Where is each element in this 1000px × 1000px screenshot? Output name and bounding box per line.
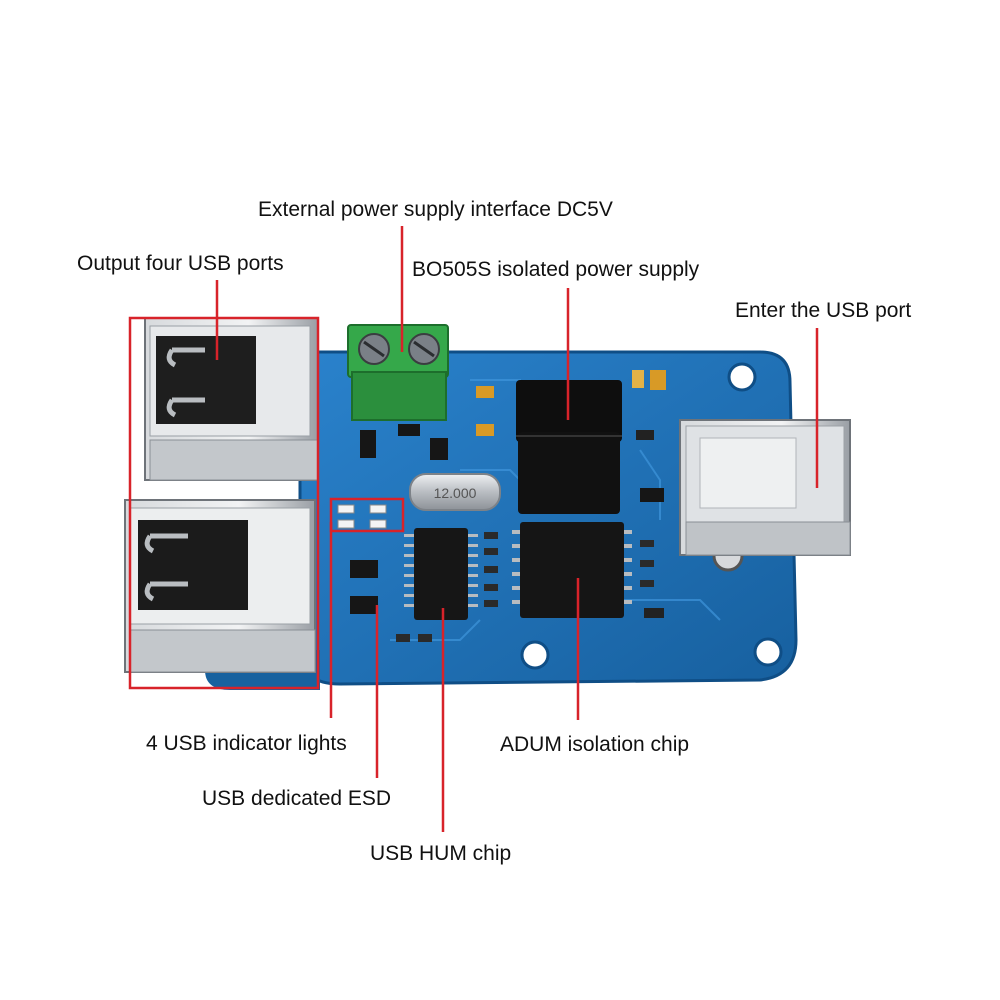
usb-a-port-top — [144, 317, 319, 481]
adum-chip — [512, 522, 632, 618]
label-output-usb-ports: Output four USB ports — [77, 252, 284, 275]
usb-ports-highlight-box — [128, 316, 320, 690]
callout-lines — [215, 226, 819, 832]
mounting-hole — [727, 362, 757, 392]
usb-hub-chip — [404, 528, 478, 620]
label-usb-hum-chip: USB HUM chip — [370, 842, 512, 865]
label-external-power: External power supply interface DC5V — [258, 198, 613, 221]
mounting-hole — [753, 637, 783, 667]
usb-b-port — [679, 419, 851, 556]
mounting-hole — [520, 640, 550, 670]
label-enter-usb-port: Enter the USB port — [735, 299, 912, 322]
smd-components — [350, 370, 666, 642]
crystal-oscillator: 12.000 — [409, 473, 501, 511]
indicator-lights-highlight-box — [329, 497, 405, 533]
terminal-block — [347, 324, 449, 421]
label-adum-chip: ADUM isolation chip — [500, 733, 690, 756]
label-usb-esd: USB dedicated ESD — [202, 787, 392, 810]
usb-a-port-bottom — [124, 499, 316, 673]
label-indicator-lights: 4 USB indicator lights — [146, 732, 347, 755]
usb-indicator-leds — [337, 504, 387, 529]
crystal-marking: 12.000 — [434, 485, 477, 501]
label-isolated-power: BO505S isolated power supply — [412, 258, 700, 281]
